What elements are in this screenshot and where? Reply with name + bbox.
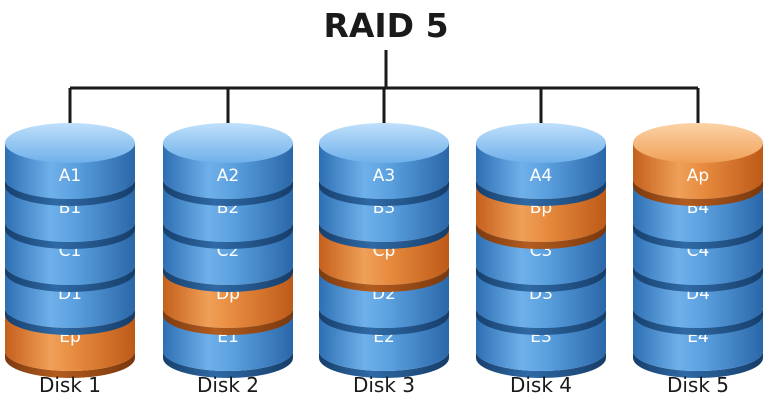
disk-label: Disk 1: [39, 373, 101, 397]
block-label: A2: [217, 166, 239, 186]
disk-label: Disk 5: [667, 373, 729, 397]
disk-label: Disk 4: [510, 373, 572, 397]
block-ap: Ap: [633, 123, 763, 206]
diagram-title: RAID 5: [323, 6, 448, 45]
block-a2: A2: [163, 123, 293, 206]
disk-label: Disk 2: [197, 373, 259, 397]
block-label: A1: [59, 166, 81, 186]
block-a1: A1: [5, 123, 135, 206]
block-a3: A3: [319, 123, 449, 206]
block-label: Ap: [687, 166, 709, 186]
block-label: A4: [530, 166, 552, 186]
block-label: A3: [373, 166, 395, 186]
disk-label: Disk 3: [353, 373, 415, 397]
block-a4: A4: [476, 123, 606, 206]
connector-lines: [68, 50, 700, 136]
